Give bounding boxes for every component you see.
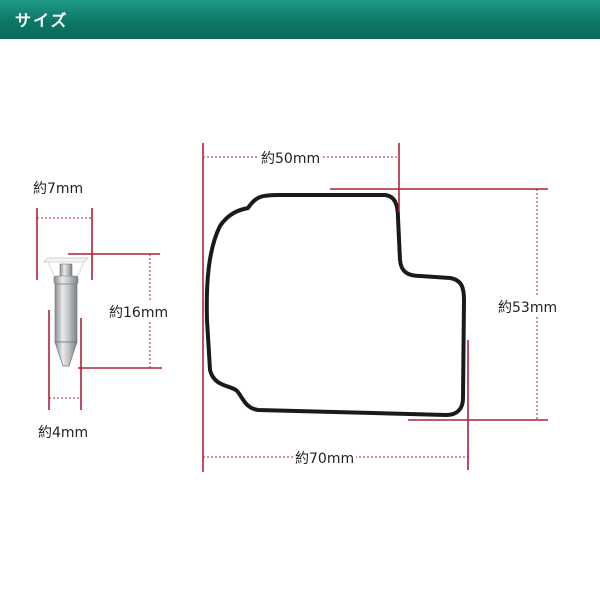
section-header: サイズ [0, 0, 600, 39]
gasket-width-label: 約70mm [293, 448, 357, 468]
needle-length-label: 約16mm [107, 302, 171, 322]
gasket-image [204, 193, 466, 417]
needle-dimension-lines [36, 208, 162, 410]
needle-width-bottom-label: 約4mm [36, 422, 91, 442]
gasket-top-width-label: 約50mm [259, 148, 323, 168]
needle-valve-image [42, 257, 90, 367]
needle-width-top-label: 約7mm [31, 178, 86, 198]
section-title: サイズ [15, 11, 69, 30]
gasket-height-label: 約53mm [496, 297, 560, 317]
